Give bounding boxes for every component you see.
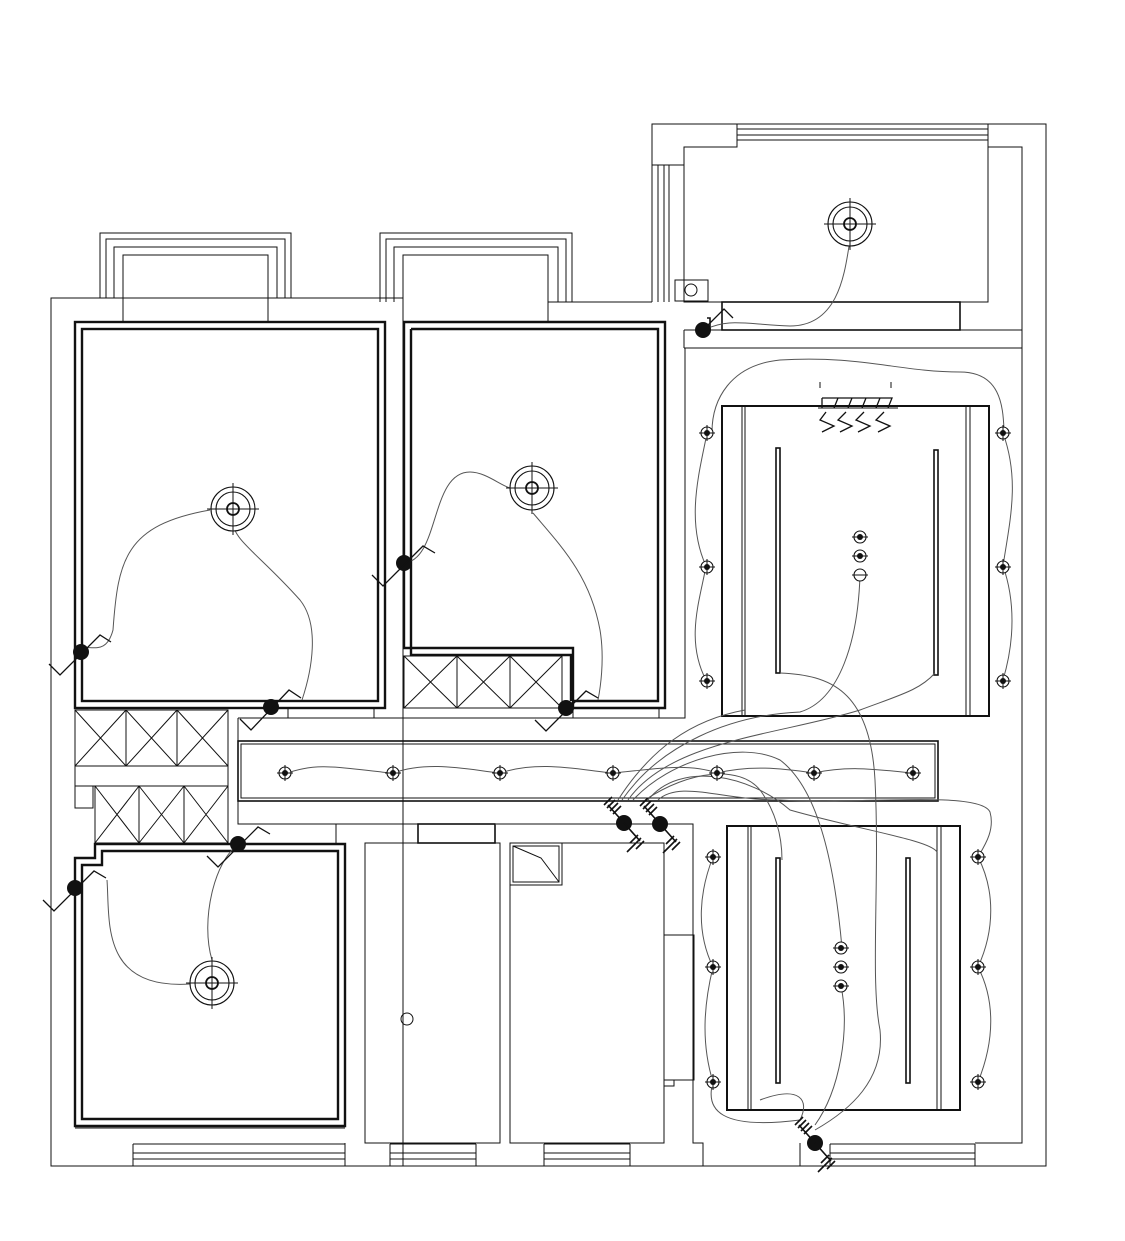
recessed-spotlight-icon xyxy=(970,959,986,975)
double-switch-icon xyxy=(603,796,645,853)
recessed-spotlight-icon xyxy=(699,559,715,575)
single-switch-icon xyxy=(371,545,436,587)
single-switch-icon xyxy=(239,689,302,731)
single-switch-icon xyxy=(534,690,599,732)
recessed-spotlight-icon xyxy=(833,979,849,993)
recessed-spotlight-icon xyxy=(852,568,868,582)
ceiling-light-icon xyxy=(207,483,259,535)
dining-room-ceiling xyxy=(726,825,961,1166)
room-top-left xyxy=(73,320,387,719)
double-switch-icon xyxy=(794,1116,836,1173)
exterior-walls xyxy=(50,123,1047,1167)
single-switch-icon xyxy=(48,634,112,676)
recessed-spotlight-icon xyxy=(492,765,508,781)
recessed-spotlight-icon xyxy=(705,849,721,865)
dimmer-bar-icon xyxy=(818,382,898,433)
living-room-ceiling xyxy=(674,279,990,717)
recessed-spotlight-icon xyxy=(995,559,1011,575)
recessed-spotlight-icon xyxy=(705,1074,721,1090)
windows xyxy=(99,123,988,1166)
recessed-spotlight-icon xyxy=(699,673,715,689)
recessed-spotlight-icon xyxy=(833,941,849,955)
single-switch-icon xyxy=(695,308,734,338)
recessed-spotlight-icon xyxy=(605,765,621,781)
recessed-spotlight-icon xyxy=(833,960,849,974)
recessed-spotlight-icon xyxy=(705,959,721,975)
wardrobes xyxy=(74,655,563,844)
bathrooms xyxy=(364,823,695,1144)
switches xyxy=(42,308,836,1173)
single-switch-icon xyxy=(206,826,271,868)
recessed-spotlight-icon xyxy=(970,849,986,865)
recessed-spotlight-icon xyxy=(852,549,868,563)
room-top-middle xyxy=(402,320,667,719)
corridor xyxy=(75,348,939,1166)
recessed-spotlight-icon xyxy=(699,425,715,441)
recessed-spotlight-icon xyxy=(970,1074,986,1090)
recessed-spotlight-icon xyxy=(995,425,1011,441)
recessed-spotlight-icon xyxy=(385,765,401,781)
recessed-spotlight-icon xyxy=(277,765,293,781)
recessed-spotlight-icon xyxy=(905,765,921,781)
recessed-spotlight-icon xyxy=(806,765,822,781)
single-switch-icon xyxy=(42,870,107,912)
ceiling-light-icon xyxy=(824,198,876,250)
recessed-spotlight-icon xyxy=(852,530,868,544)
recessed-spotlight-icon xyxy=(709,765,725,781)
recessed-spotlight-icon xyxy=(995,673,1011,689)
double-switch-icon xyxy=(639,797,681,854)
room-bottom-left xyxy=(73,842,347,1128)
ceiling-light-icon xyxy=(506,462,558,514)
recessed-spotlights xyxy=(277,425,1011,1090)
ceiling-light-icon xyxy=(186,957,238,1009)
